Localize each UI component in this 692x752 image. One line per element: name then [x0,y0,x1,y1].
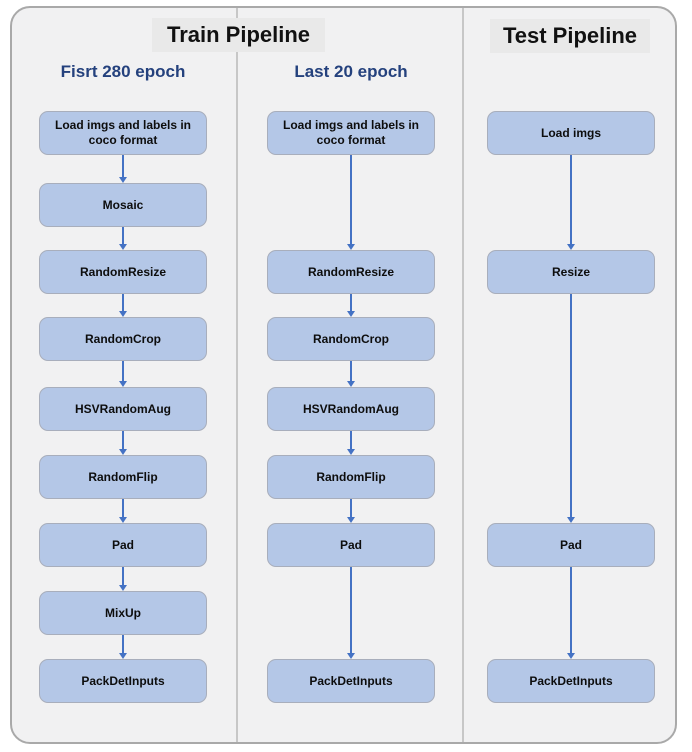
train1-node-hsvrandomaug: HSVRandomAug [39,387,207,431]
arrow-down [346,567,356,659]
test-node-resize: Resize [487,250,655,294]
train1-node-randomcrop: RandomCrop [39,317,207,361]
test-node-packdetinputs: PackDetInputs [487,659,655,703]
train1-node-randomresize: RandomResize [39,250,207,294]
arrow-down [118,294,128,317]
train1-node-packdetinputs: PackDetInputs [39,659,207,703]
train1-node-mosaic: Mosaic [39,183,207,227]
train1-node-randomflip: RandomFlip [39,455,207,499]
test-node-pad: Pad [487,523,655,567]
train-pipeline-title: Train Pipeline [152,18,325,52]
train1-node-mixup: MixUp [39,591,207,635]
arrow-down [566,155,576,250]
test-node-load: Load imgs [487,111,655,155]
arrow-down [346,499,356,523]
train-columns-divider [236,8,238,742]
first-280-epoch-subtitle: Fisrt 280 epoch [60,62,186,81]
arrow-down [346,294,356,317]
arrow-down [118,499,128,523]
arrow-down [346,431,356,455]
arrow-down [118,227,128,250]
arrow-down [118,567,128,591]
train1-node-pad: Pad [39,523,207,567]
train2-node-randomcrop: RandomCrop [267,317,435,361]
test-pipeline-title: Test Pipeline [490,19,650,53]
train2-node-load: Load imgs and labels in coco format [267,111,435,155]
train2-node-hsvrandomaug: HSVRandomAug [267,387,435,431]
train1-node-load: Load imgs and labels in coco format [39,111,207,155]
train2-node-randomflip: RandomFlip [267,455,435,499]
arrow-down [566,567,576,659]
train2-node-packdetinputs: PackDetInputs [267,659,435,703]
arrow-down [346,361,356,387]
arrow-down [118,635,128,659]
arrow-down [346,155,356,250]
arrow-down [118,155,128,183]
train-test-divider [462,8,464,742]
last-20-epoch-subtitle: Last 20 epoch [294,62,408,81]
arrow-down [118,431,128,455]
arrow-down [566,294,576,523]
train2-node-randomresize: RandomResize [267,250,435,294]
arrow-down [118,361,128,387]
train2-node-pad: Pad [267,523,435,567]
